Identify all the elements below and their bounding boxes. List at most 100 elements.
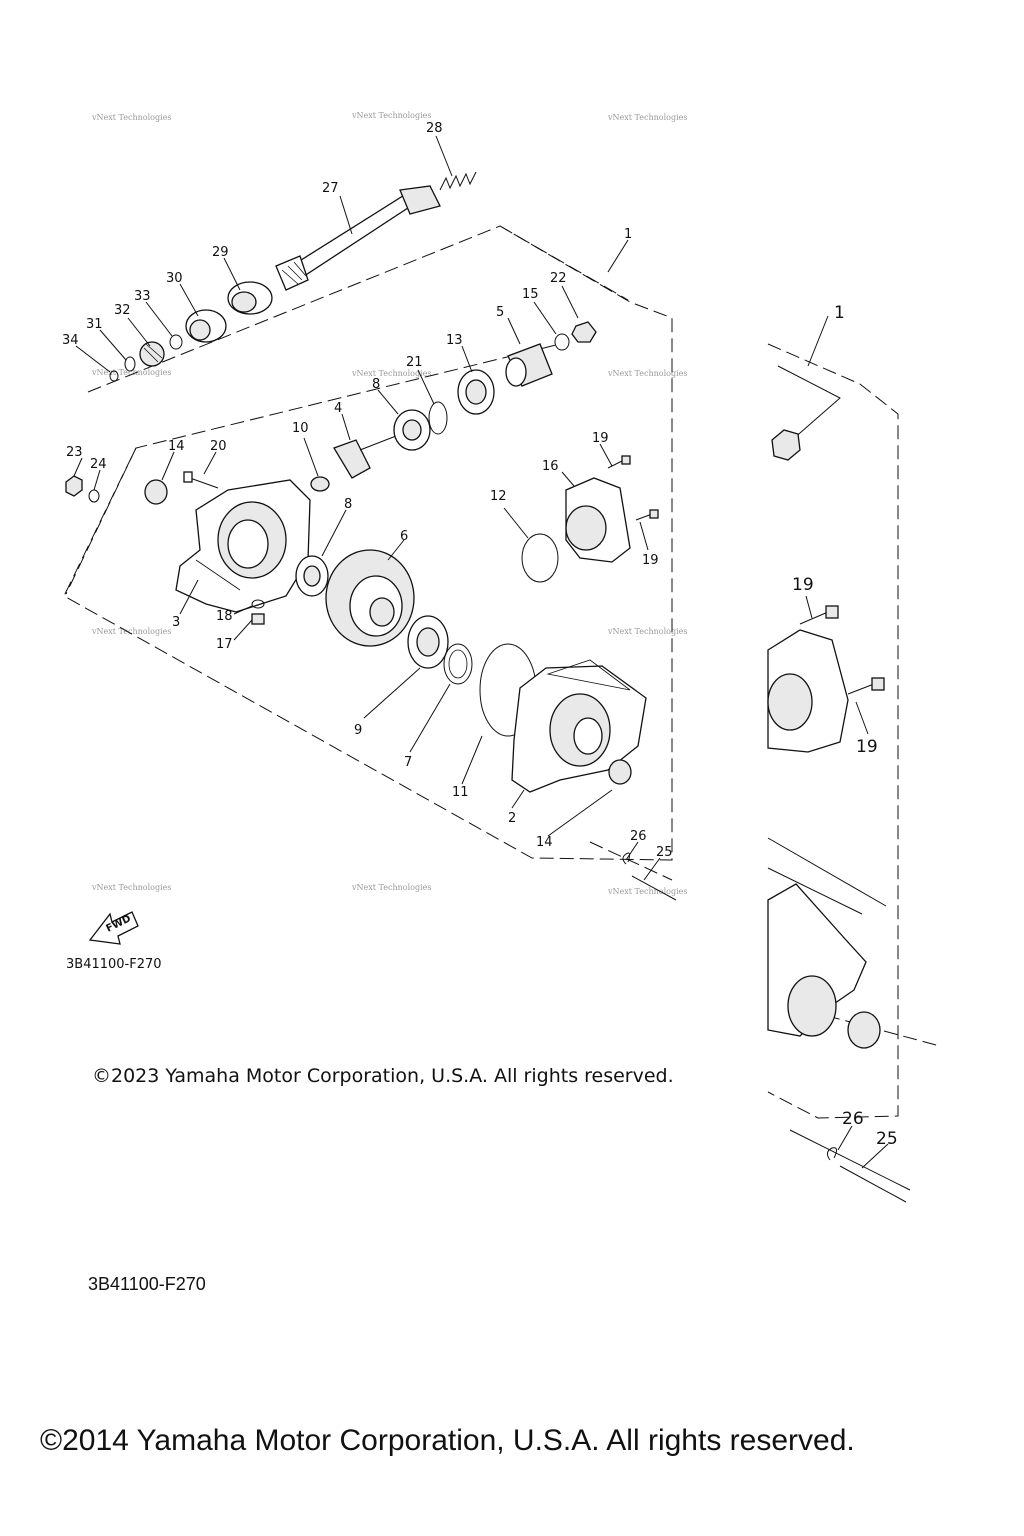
watermark: vNext Technologies [91, 883, 171, 892]
callout-25: 25 [656, 845, 673, 860]
watermarks: vNext Technologies vNext Technologies vN… [91, 111, 687, 896]
figure-code-inset: 3B41100-F270 [88, 1274, 206, 1294]
inset-callout-25: 25 [876, 1129, 898, 1149]
coupling-5 [505, 343, 553, 387]
housing-3 [175, 479, 311, 613]
bolt-19-upper [607, 455, 631, 469]
callout-8-upper: 8 [372, 377, 380, 392]
ring-31 [124, 356, 136, 372]
callout-26: 26 [630, 829, 647, 844]
bearing-9 [407, 615, 449, 669]
spline-32 [139, 341, 165, 367]
washer-24 [88, 489, 100, 503]
callout-22: 22 [550, 271, 567, 286]
figure-code: 3B41100-F270 [66, 957, 162, 972]
callout-2: 2 [508, 811, 516, 826]
nut-22 [571, 321, 597, 343]
inset-callout-26: 26 [842, 1109, 864, 1129]
drive-shaft-27 [275, 185, 441, 291]
actuator-16 [565, 477, 631, 563]
spring-28 [439, 171, 477, 191]
callout-32: 32 [114, 303, 131, 318]
bearing-29 [227, 281, 273, 315]
watermark: vNext Technologies [91, 627, 171, 636]
washer-15 [554, 333, 570, 351]
callout-31: 31 [86, 317, 103, 332]
callout-7: 7 [404, 755, 412, 770]
plug-17 [251, 613, 265, 625]
callout-10: 10 [292, 421, 309, 436]
callout-16: 16 [542, 459, 559, 474]
inset-callout-1: 1 [834, 303, 845, 323]
clip-34 [109, 370, 119, 382]
bolt-19-lower [635, 509, 659, 521]
inset-callout-19-lower: 19 [856, 737, 878, 757]
callout-20: 20 [210, 439, 227, 454]
callout-14-upper: 14 [168, 439, 185, 454]
callout-14-lower: 14 [536, 835, 553, 850]
callout-19-lower: 19 [642, 553, 659, 568]
seal-14-cover [608, 759, 632, 785]
callout-24: 24 [90, 457, 107, 472]
seal-30 [185, 309, 227, 343]
callout-9: 9 [354, 723, 362, 738]
forward-arrow-icon: FWD [88, 911, 139, 945]
ring-gear-6 [325, 549, 415, 647]
callout-labels: 1 2 3 4 5 6 7 8 8 9 10 11 12 13 14 14 15… [62, 121, 673, 860]
callout-1: 1 [624, 227, 632, 242]
snap-ring-21 [428, 401, 448, 435]
callout-29: 29 [212, 245, 229, 260]
oring-33 [169, 334, 183, 350]
callout-4: 4 [334, 401, 342, 416]
watermark: vNext Technologies [91, 368, 171, 377]
watermark: vNext Technologies [607, 369, 687, 378]
bearing-10 [310, 476, 330, 492]
callout-3: 3 [172, 615, 180, 630]
clip-26 [622, 852, 631, 865]
seal-13 [457, 369, 495, 415]
callout-8-lower: 8 [344, 497, 352, 512]
callout-30: 30 [166, 271, 183, 286]
callout-6: 6 [400, 529, 408, 544]
bolt-20 [183, 471, 219, 489]
callout-12: 12 [490, 489, 507, 504]
pinion-gear-4 [333, 435, 397, 479]
callout-19-upper: 19 [592, 431, 609, 446]
washer-18 [251, 599, 265, 609]
bearing-8-lower [295, 555, 329, 597]
callout-15: 15 [522, 287, 539, 302]
watermark: vNext Technologies [91, 113, 171, 122]
callout-18: 18 [216, 609, 233, 624]
watermark: vNext Technologies [607, 887, 687, 896]
callout-34: 34 [62, 333, 79, 348]
callout-27: 27 [322, 181, 339, 196]
callout-11: 11 [452, 785, 469, 800]
leader-lines [73, 135, 661, 881]
watermark: vNext Technologies [351, 883, 431, 892]
assembly-boundary [63, 225, 673, 881]
enlarged-inset [767, 315, 941, 1203]
pin-25 [631, 875, 677, 901]
oring-12 [521, 533, 559, 583]
gear-case-cover-2 [511, 659, 647, 793]
inset-callouts: 1 19 19 26 25 [792, 303, 898, 1149]
nut-23 [65, 475, 83, 497]
callout-13: 13 [446, 333, 463, 348]
callout-33: 33 [134, 289, 151, 304]
watermark: vNext Technologies [607, 627, 687, 636]
bearing-8-upper [393, 409, 431, 451]
seal-14 [144, 479, 168, 505]
watermark: vNext Technologies [351, 111, 431, 120]
inset-callout-19-upper: 19 [792, 575, 814, 595]
callout-23: 23 [66, 445, 83, 460]
copyright-inner: ©2023 Yamaha Motor Corporation, U.S.A. A… [92, 1065, 674, 1087]
callout-17: 17 [216, 637, 233, 652]
callout-5: 5 [496, 305, 504, 320]
watermark: vNext Technologies [351, 369, 431, 378]
watermark: vNext Technologies [607, 113, 687, 122]
shim-7 [443, 643, 473, 685]
callout-28: 28 [426, 121, 443, 136]
copyright-outer: ©2014 Yamaha Motor Corporation, U.S.A. A… [40, 1424, 855, 1457]
callout-21: 21 [406, 355, 423, 370]
